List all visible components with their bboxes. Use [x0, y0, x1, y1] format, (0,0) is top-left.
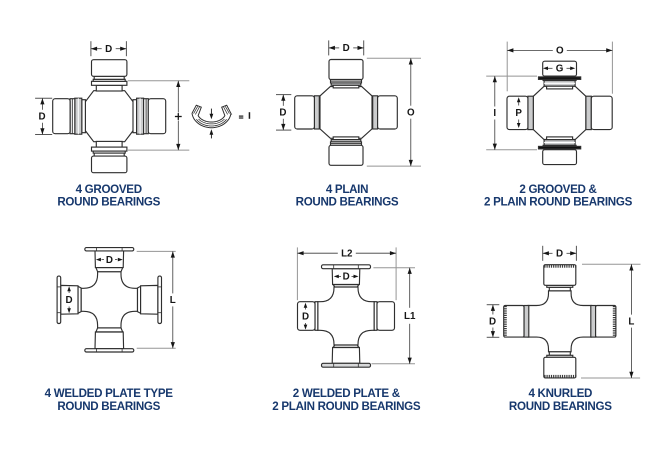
svg-text:D: D: [343, 43, 350, 54]
svg-text:4 GROOVED: 4 GROOVED: [76, 183, 142, 196]
svg-text:ROUND BEARINGS: ROUND BEARINGS: [57, 400, 160, 413]
svg-text:D: D: [489, 316, 496, 327]
svg-text:4 KNURLED: 4 KNURLED: [528, 387, 592, 400]
svg-text:D: D: [38, 112, 45, 123]
svg-text:P: P: [515, 108, 522, 119]
svg-text:2 WELDED PLATE &: 2 WELDED PLATE &: [293, 387, 401, 400]
svg-text:ROUND BEARINGS: ROUND BEARINGS: [509, 400, 612, 413]
svg-text:2 PLAIN ROUND BEARINGS: 2 PLAIN ROUND BEARINGS: [484, 195, 633, 208]
svg-text:D: D: [66, 295, 73, 306]
svg-text:I: I: [493, 108, 496, 119]
svg-text:D: D: [279, 108, 286, 119]
svg-text:D: D: [106, 255, 113, 266]
svg-text:G: G: [556, 64, 564, 75]
svg-text:D: D: [343, 272, 350, 283]
svg-text:L: L: [170, 295, 176, 306]
svg-text:2 GROOVED &: 2 GROOVED &: [519, 183, 597, 196]
svg-text:2 PLAIN ROUND BEARINGS: 2 PLAIN ROUND BEARINGS: [272, 400, 421, 413]
svg-text:ROUND BEARINGS: ROUND BEARINGS: [296, 195, 399, 208]
svg-text:D: D: [556, 249, 563, 260]
svg-text:D: D: [302, 312, 309, 323]
svg-text:D: D: [105, 44, 112, 55]
svg-text:4 PLAIN: 4 PLAIN: [326, 183, 368, 196]
svg-text:L: L: [628, 316, 634, 327]
svg-text:ROUND BEARINGS: ROUND BEARINGS: [57, 195, 160, 208]
svg-text:O: O: [556, 46, 564, 57]
svg-text:4 WELDED PLATE TYPE: 4 WELDED PLATE TYPE: [45, 387, 174, 400]
svg-text:L2: L2: [341, 249, 353, 260]
svg-text:L1: L1: [404, 311, 416, 322]
svg-text:O: O: [407, 108, 415, 119]
